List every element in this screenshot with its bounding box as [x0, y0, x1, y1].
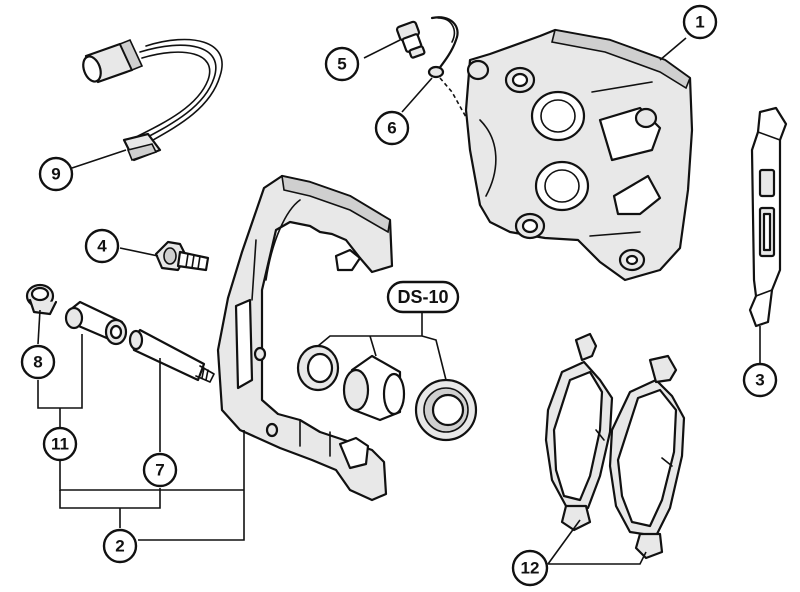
svg-text:7: 7 — [155, 461, 164, 480]
callout-6: 6 — [374, 110, 410, 146]
svg-text:DS-10: DS-10 — [397, 287, 448, 307]
svg-text:2: 2 — [115, 537, 124, 556]
svg-text:1: 1 — [695, 13, 704, 32]
svg-text:9: 9 — [51, 165, 60, 184]
callout-11: 11 — [42, 426, 78, 462]
svg-text:6: 6 — [387, 119, 396, 138]
brake-pad-outer-part — [608, 354, 686, 560]
bleeder-valve-part — [395, 20, 426, 59]
callout-2: 2 — [102, 528, 138, 564]
mounting-bolt-part — [154, 240, 210, 272]
anti-rattle-spring-part — [748, 106, 788, 328]
svg-text:3: 3 — [755, 371, 764, 390]
callout-4: 4 — [84, 228, 120, 264]
svg-text:4: 4 — [97, 237, 107, 256]
svg-text:12: 12 — [521, 559, 540, 578]
svg-text:8: 8 — [33, 353, 42, 372]
piston-seal-part — [296, 344, 340, 392]
guide-pin-part — [128, 328, 215, 383]
wear-sensor-part — [82, 38, 223, 162]
callout-7: 7 — [142, 452, 178, 488]
callout-1: 1 — [682, 4, 718, 40]
svg-text:11: 11 — [51, 435, 69, 454]
leader-lines — [37, 37, 761, 565]
dust-cap-part — [25, 283, 58, 316]
piston-part — [342, 354, 406, 422]
retaining-clip-part — [427, 16, 471, 125]
callout-12: 12 — [511, 549, 549, 587]
svg-text:5: 5 — [337, 55, 346, 74]
dust-boot-part — [414, 378, 478, 442]
caliper-carrier-part — [216, 174, 394, 502]
callout-5: 5 — [324, 46, 360, 82]
caliper-housing-part — [464, 28, 694, 282]
tool-label-ds10: DS-10 — [386, 280, 460, 314]
callout-8: 8 — [20, 344, 56, 380]
callout-9: 9 — [38, 156, 74, 192]
brake-pad-inner-part — [544, 332, 614, 532]
callout-3: 3 — [742, 362, 778, 398]
guide-bushing-part — [64, 300, 128, 346]
